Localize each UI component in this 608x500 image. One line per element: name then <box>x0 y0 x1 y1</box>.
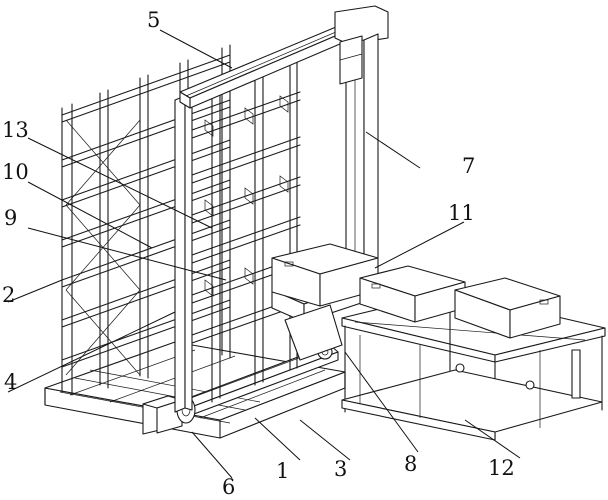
rack-shelf-beams <box>61 54 231 368</box>
label-2: 2 <box>2 283 16 307</box>
storage-box-conveyor-2 <box>454 277 561 339</box>
cantilever-arms <box>191 91 301 344</box>
label-7: 7 <box>462 154 476 178</box>
label-5: 5 <box>147 8 161 32</box>
label-10: 10 <box>2 160 29 184</box>
lift-column <box>334 5 389 267</box>
label-12: 12 <box>488 456 515 480</box>
label-8: 8 <box>404 452 418 476</box>
storage-box-conveyor-1 <box>359 265 466 323</box>
label-4: 4 <box>4 370 18 394</box>
label-9: 9 <box>4 206 18 230</box>
label-11: 11 <box>448 201 475 225</box>
storage-box-lift <box>271 243 379 307</box>
leader-lines <box>7 29 521 479</box>
label-6: 6 <box>222 475 236 499</box>
rack-front-uprights <box>174 59 298 413</box>
label-3: 3 <box>334 457 348 481</box>
label-13: 13 <box>2 118 29 142</box>
label-1: 1 <box>276 459 290 483</box>
